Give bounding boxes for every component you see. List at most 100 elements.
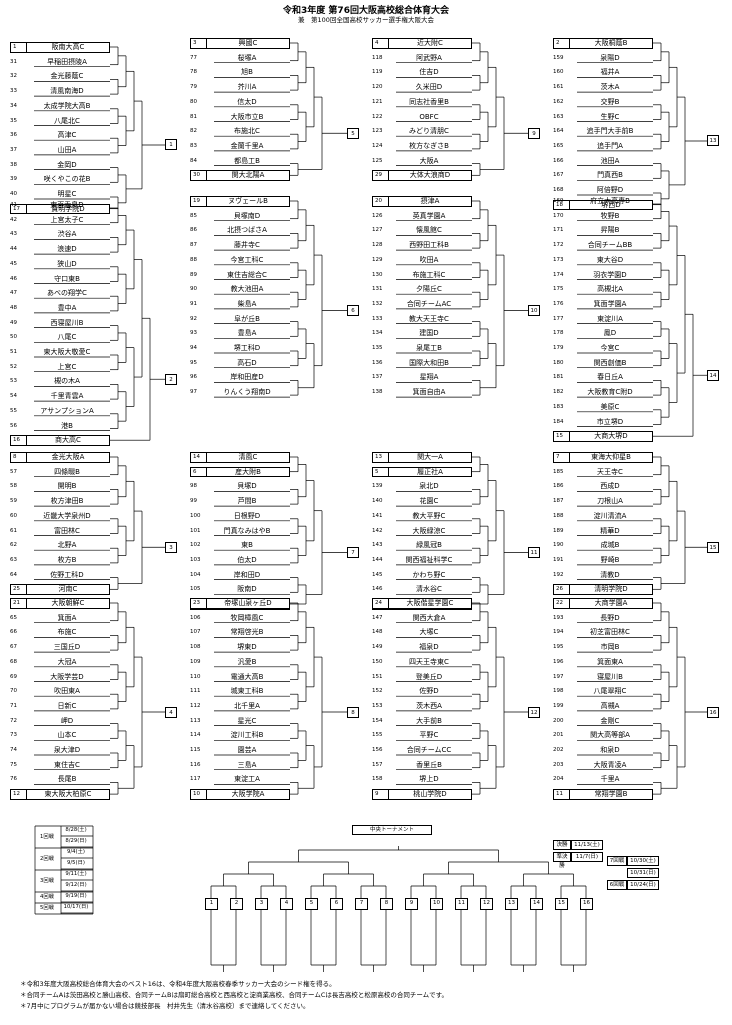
team-name: 花園C [419,497,439,506]
team-number: 77 [190,54,197,61]
team-number: 180 [553,359,564,366]
team-name: 高槻北A [597,285,623,294]
team-name: 三島A [237,760,257,769]
team-name: 緑風冠B [416,541,442,550]
r6-label: 6回戦 [607,880,627,890]
seed-team: 関大一A [417,453,443,461]
team-number: 75 [10,761,17,768]
seed-team: 大阪朝鮮C [51,599,85,607]
seed-number: 1 [11,43,27,52]
team-number: 71 [10,702,17,709]
team-name: 槻の木A [54,377,80,386]
team-name: 佐野D [419,687,439,696]
seed-number: 14 [191,453,207,462]
team-name: 茨木西A [416,701,442,710]
seed-number: 4 [373,39,389,48]
team-number: 186 [553,483,564,490]
team-number: 190 [553,542,564,549]
team-number: 140 [372,498,383,505]
team-number: 172 [553,242,564,249]
team-number: 152 [372,688,383,695]
team-name: 追手門A [597,141,623,150]
team-name: 東大谷D [596,255,624,264]
team-number: 72 [10,717,17,724]
team-number: 147 [372,614,383,621]
team-number: 188 [553,512,564,519]
team-name: 早稲田摂陵A [47,57,87,66]
schedule-date-row: 10/17(日) [35,903,93,912]
team-name: 阿倍野D [596,186,624,194]
team-name: OBFC [419,112,439,121]
team-number: 62 [10,542,17,549]
team-number: 184 [553,418,564,425]
team-name: 山田A [57,145,77,154]
team-number: 104 [190,571,201,578]
team-number: 174 [553,271,564,278]
team-name: 大阪青凌A [593,760,627,769]
central-slot: 15 [555,898,568,910]
game-number-box: 13 [707,135,719,147]
team-name: 電通大高B [230,672,264,681]
team-number: 50 [10,334,17,341]
notes: ＊令和3年度大阪高校総合体育大会のベスト16は、令和4年度大阪高校春季サッカー大… [20,979,720,1012]
team-number: 135 [372,345,383,351]
team-number: 66 [10,629,17,636]
team-number: 97 [190,389,197,396]
team-name: 貝塚南D [233,211,261,220]
team-name: 東大阪大敬愛C [43,348,91,356]
team-name: 関大高等部A [590,731,630,740]
team-number: 201 [553,732,564,739]
round-name: 3回戦 [40,877,54,884]
team-name: 金光藤蔭C [50,72,84,81]
team-number: 181 [553,374,564,381]
team-name: 八尾C [57,333,77,342]
team-name: 城東工科B [230,687,264,696]
team-name: 星翔A [419,373,439,382]
team-number: 49 [10,319,17,326]
page-title: 令和3年度 第76回大阪高校総合体育大会 [283,6,449,16]
round-date: 9/19(日) [65,893,87,899]
seed-team: 賢明学院D [51,204,85,213]
team-number: 187 [553,498,564,505]
central-slot: 12 [480,898,493,910]
game-number-box: 16 [707,706,719,718]
seed-team: 大体大浪商D [409,171,451,180]
team-name: 貝塚D [237,482,257,491]
game-number-box: 9 [528,127,540,139]
team-number: 145 [372,571,383,578]
central-slot: 8 [380,898,393,910]
team-number: 31 [10,58,17,65]
seed-team: 帝塚山泉ヶ丘D [224,599,272,607]
team-number: 93 [190,330,197,337]
team-name: 牧野B [600,211,620,220]
team-number: 92 [190,315,197,322]
seed-team: 大商大堺D [594,432,628,441]
